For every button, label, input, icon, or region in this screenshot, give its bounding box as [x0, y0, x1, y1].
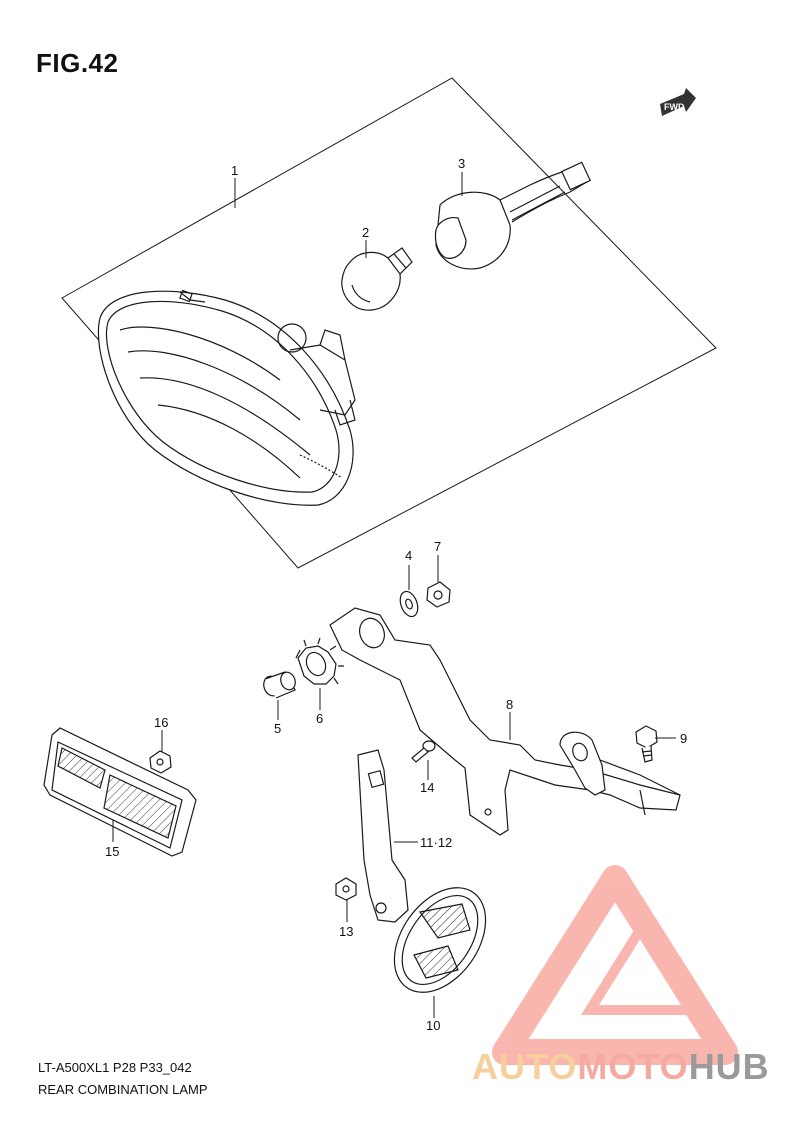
callout-14: 14 [420, 780, 434, 795]
fwd-badge-text: FWD [664, 102, 685, 112]
figure-title: FIG.42 [36, 48, 119, 78]
collar [263, 671, 296, 699]
callout-1: 1 [231, 163, 238, 178]
washer [399, 590, 419, 618]
watermark-logo [492, 865, 738, 1065]
reflector-stay [357, 749, 409, 923]
reflector-nut [149, 750, 172, 774]
grommet [295, 637, 344, 685]
nut [426, 581, 451, 608]
rear-lamp-housing [97, 289, 356, 506]
callout-7: 7 [434, 539, 441, 554]
diagram-code: LT-A500XL1 P28 P33_042 [38, 1060, 192, 1075]
forward-direction-badge: FWD [660, 88, 696, 116]
callout-3: 3 [458, 156, 465, 171]
callout-11-12: 11·12 [420, 835, 452, 850]
callout-6: 6 [316, 711, 323, 726]
callout-5: 5 [274, 721, 281, 736]
callout-2: 2 [362, 225, 369, 240]
watermark-word-hub: HUB [688, 1046, 770, 1087]
watermark-word-moto: MOTO [577, 1046, 689, 1087]
bolt [635, 725, 658, 763]
callout-9: 9 [680, 731, 687, 746]
callout-8: 8 [506, 697, 513, 712]
callout-15: 15 [105, 844, 119, 859]
rectangular-reflector [43, 727, 197, 857]
leader-lines [112, 172, 676, 1018]
callout-16: 16 [154, 715, 168, 730]
round-reflector [393, 887, 487, 993]
stay-nut [335, 877, 357, 901]
bulb-socket-with-wiring [434, 161, 592, 270]
small-bolt [411, 740, 436, 763]
callout-10: 10 [426, 1018, 440, 1033]
callout-4: 4 [405, 548, 412, 563]
lamp-bracket [329, 607, 681, 836]
callout-13: 13 [339, 924, 353, 939]
watermark-wordmark: AUTOMOTOHUB [472, 1046, 770, 1088]
watermark-word-auto: AUTO [472, 1046, 578, 1087]
bulb [341, 247, 413, 311]
diagram-name: REAR COMBINATION LAMP [38, 1082, 208, 1097]
